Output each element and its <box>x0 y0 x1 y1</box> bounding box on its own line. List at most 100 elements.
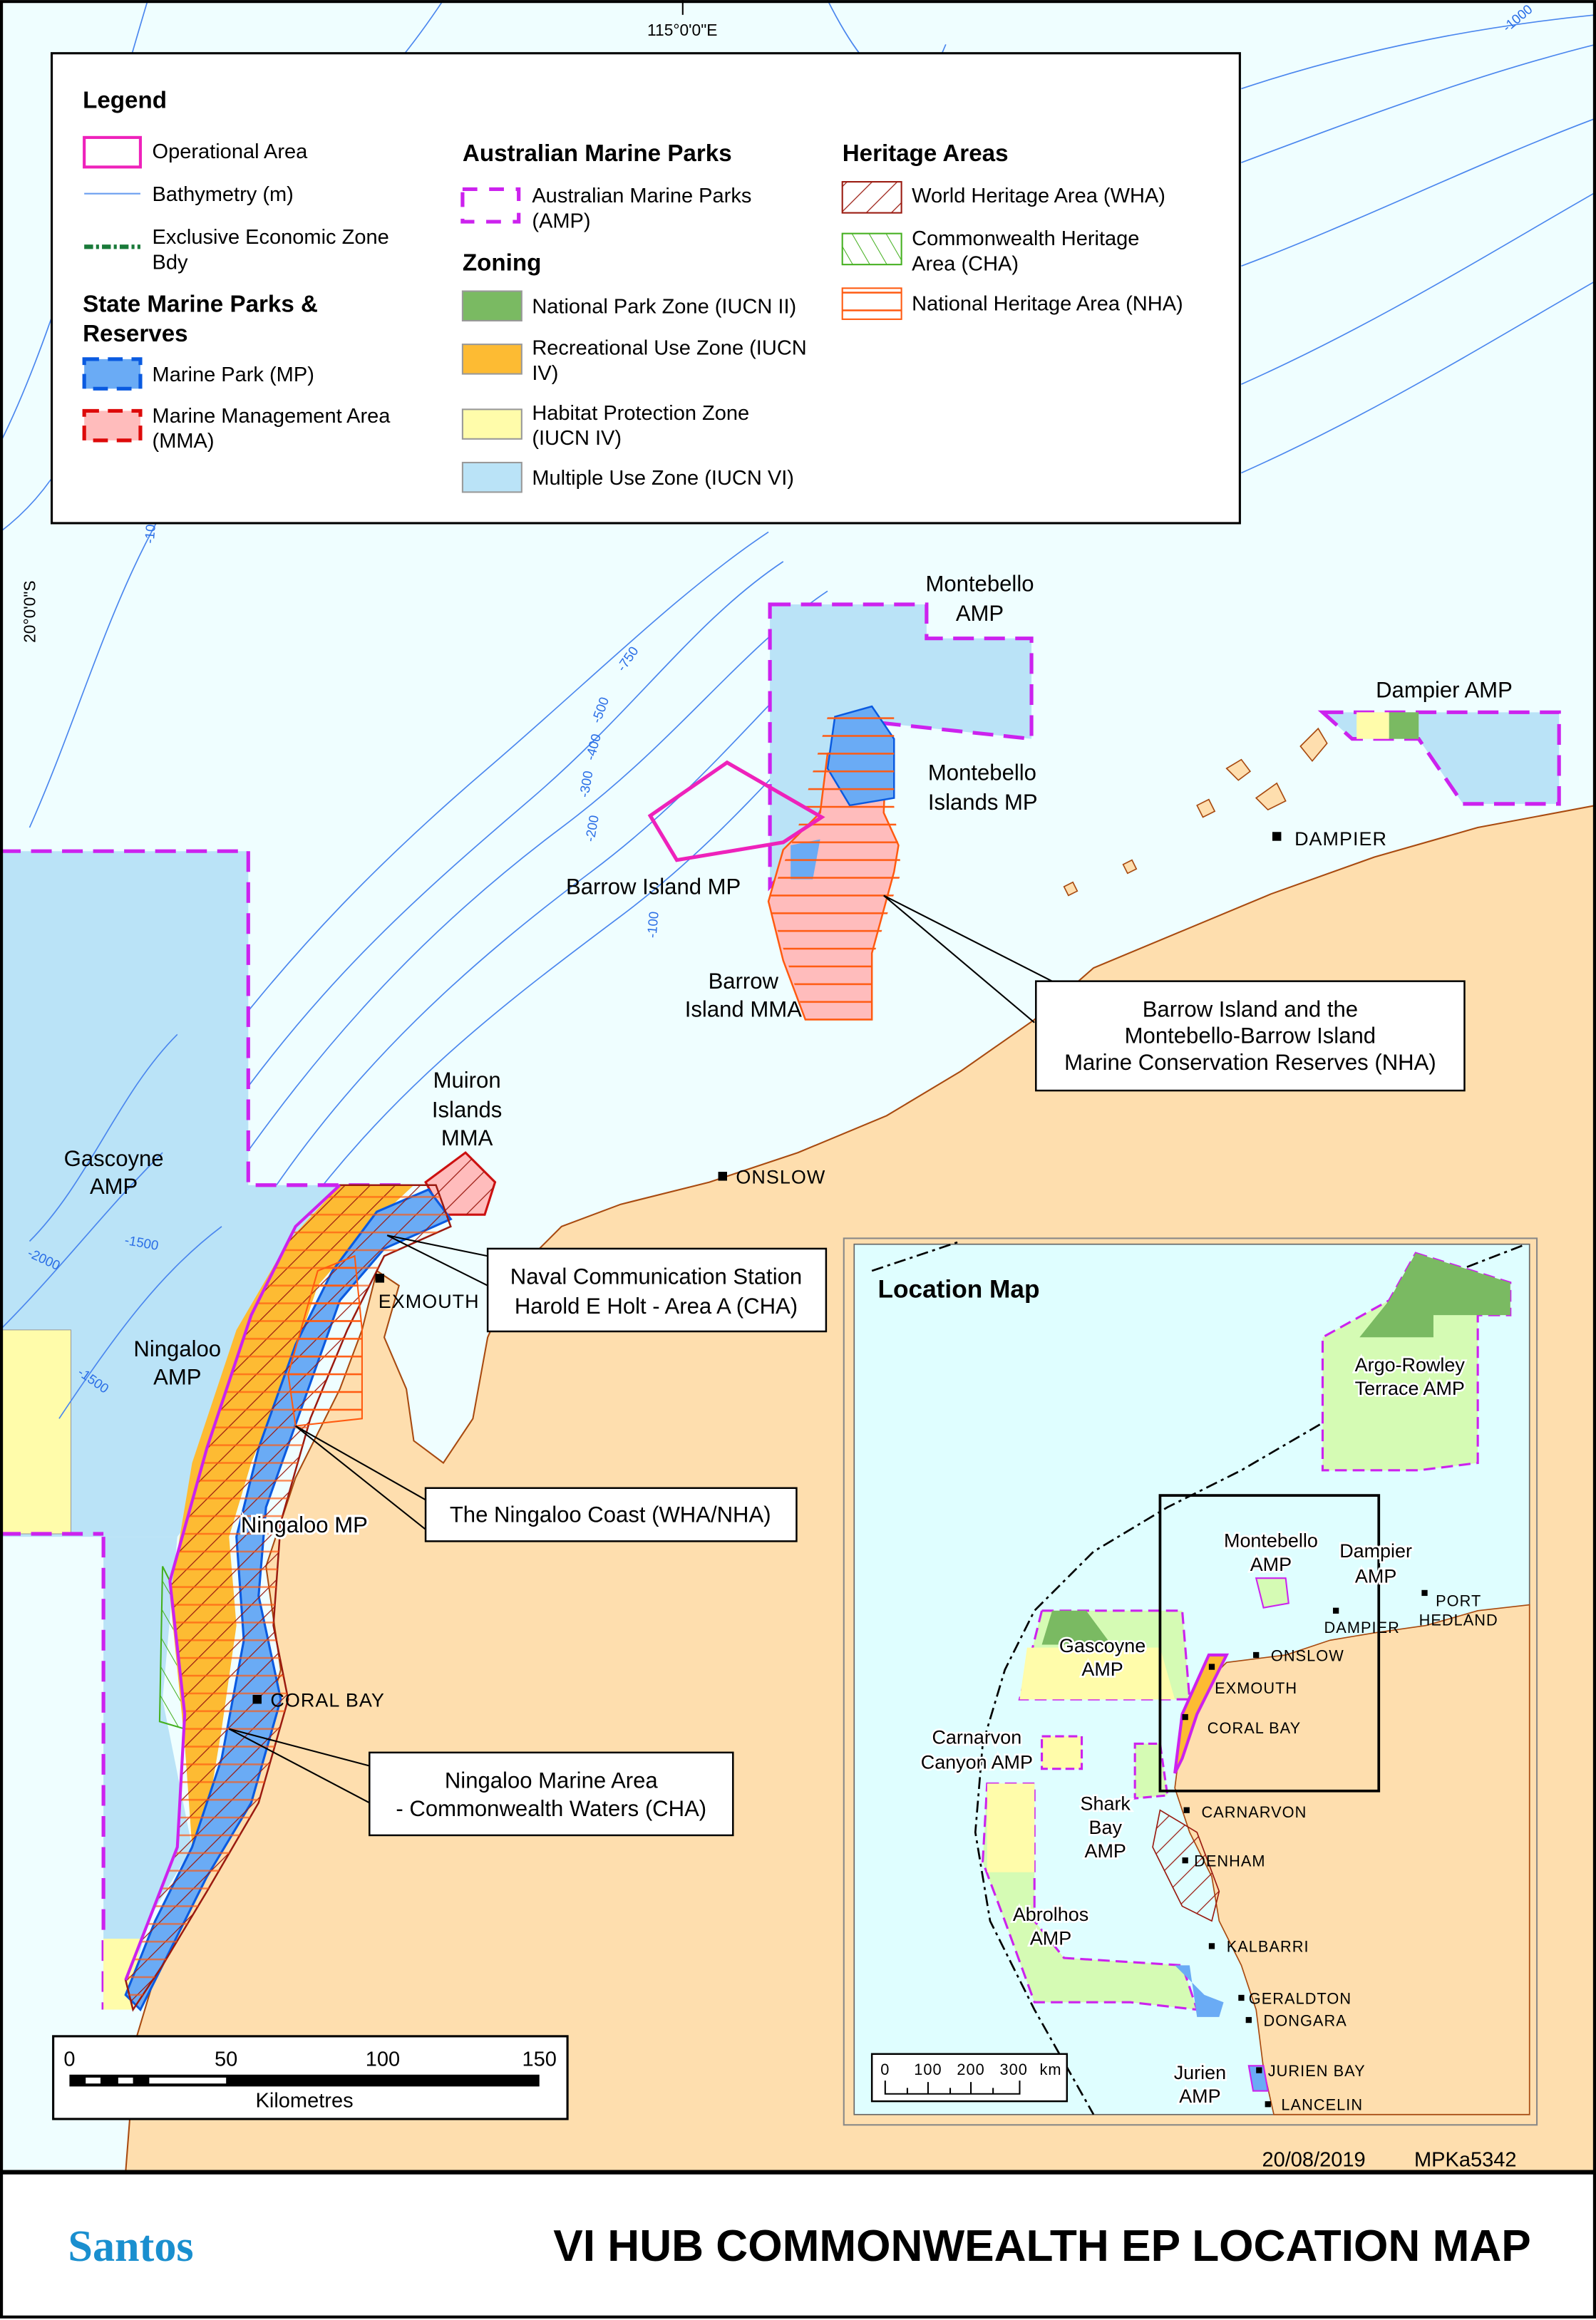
map-reference: MPKa5342 <box>1414 2148 1517 2171</box>
dampier-habitat-zone <box>1356 712 1389 739</box>
svg-text:0: 0 <box>63 2048 75 2071</box>
longitude-label: 115°0'0"E <box>647 21 717 39</box>
svg-text:Australian Marine Parks(AMP): Australian Marine Parks(AMP) <box>532 185 751 232</box>
dampier-archipelago <box>1063 727 1328 897</box>
svg-text:LANCELIN: LANCELIN <box>1281 2096 1363 2114</box>
dampier-national-park-zone <box>1389 712 1419 739</box>
svg-text:Bathymetry (m): Bathymetry (m) <box>153 183 294 206</box>
svg-text:EXMOUTH: EXMOUTH <box>1215 1679 1297 1697</box>
callout-ningaloo-coast: The Ningaloo Coast (WHA/NHA) <box>294 1425 798 1542</box>
svg-text:National Park Zone (IUCN II): National Park Zone (IUCN II) <box>532 296 796 319</box>
svg-text:CORAL BAY: CORAL BAY <box>1208 1719 1301 1737</box>
town-exmouth: EXMOUTH <box>379 1291 480 1312</box>
wha-swatch <box>841 181 902 214</box>
inset-scale-bar: 0 100 200 300 km <box>870 2053 1069 2103</box>
legend: Legend Operational Area Bathymetry (m) E… <box>51 52 1241 525</box>
svg-text:National Heritage Area (NHA): National Heritage Area (NHA) <box>912 292 1183 315</box>
svg-text:Operational Area: Operational Area <box>153 140 309 163</box>
multiple-use-zone-swatch <box>461 461 522 493</box>
gascoyne-bathymetry-contours <box>0 1033 222 1419</box>
map-title: VI HUB COMMONWEALTH EP LOCATION MAP <box>553 2222 1531 2271</box>
town-coral-bay: CORAL BAY <box>270 1690 385 1711</box>
svg-text:Heritage Areas: Heritage Areas <box>843 140 1009 167</box>
amp-swatch <box>460 187 521 224</box>
svg-text:Habitat Protection Zone(IUCN I: Habitat Protection Zone(IUCN IV) <box>532 402 749 450</box>
svg-text:DAMPIER: DAMPIER <box>1324 1619 1400 1636</box>
inset-argo-npz <box>1359 1253 1510 1338</box>
barrow-nha <box>768 716 902 1020</box>
svg-text:GERALDTON: GERALDTON <box>1249 1989 1352 2007</box>
nha-swatch <box>841 287 902 320</box>
svg-text:KALBARRI: KALBARRI <box>1227 1938 1309 1956</box>
ningaloo-coast-nha <box>125 1185 451 2010</box>
svg-text:Marine Management Area(MMA): Marine Management Area(MMA) <box>153 405 391 453</box>
svg-text:Zoning: Zoning <box>463 249 541 276</box>
svg-text:km: km <box>1039 2061 1061 2078</box>
inset-carnarvon-canyon <box>1041 1735 1083 1770</box>
inset-shark-bay-wha <box>1152 1809 1220 1922</box>
cha-swatch <box>841 232 902 266</box>
inset-gascoyne-habitat <box>1019 1647 1175 1700</box>
habitat-zone-swatch <box>461 408 522 440</box>
svg-text:Kilometres: Kilometres <box>256 2089 354 2112</box>
svg-text:Ningaloo Marine Area- Commonwe: Ningaloo Marine Area- Commonwealth Water… <box>396 1768 706 1821</box>
scale-bar: 0 50 100 150 Kilometres <box>52 2035 569 2120</box>
town-onslow: ONSLOW <box>736 1167 825 1188</box>
svg-text:State Marine Parks &Reserves: State Marine Parks &Reserves <box>83 292 318 347</box>
svg-text:0: 0 <box>880 2061 890 2078</box>
muiron-wha <box>426 1153 495 1215</box>
inset-study-extent <box>1158 1494 1381 1793</box>
svg-text:100: 100 <box>366 2048 400 2071</box>
marine-park-swatch <box>82 357 143 391</box>
mma-swatch <box>82 408 143 443</box>
svg-text:50: 50 <box>215 2048 237 2071</box>
svg-text:DENHAM: DENHAM <box>1194 1852 1265 1870</box>
inset-montebello-amp <box>1255 1577 1289 1609</box>
latitude-label: 20°0'0"S <box>21 580 39 642</box>
svg-text:200: 200 <box>957 2061 984 2078</box>
montebello-amp <box>768 602 1034 892</box>
town-markers <box>252 832 1282 1704</box>
svg-text:JURIEN BAY: JURIEN BAY <box>1268 2062 1366 2080</box>
svg-text:CARNARVON: CARNARVON <box>1201 1803 1307 1821</box>
svg-text:DONGARA: DONGARA <box>1264 2011 1347 2029</box>
ningaloo-amp <box>103 1537 192 2010</box>
title-band <box>0 2172 1596 2320</box>
operational-area <box>647 760 825 862</box>
svg-text:Marine Park (MP): Marine Park (MP) <box>153 364 314 386</box>
inset-jurien <box>1247 2065 1269 2092</box>
inset-abrolhos-habitat <box>987 1783 1035 1872</box>
label-dampier-amp: Dampier AMP <box>1376 678 1513 703</box>
svg-text:World Heritage Area (WHA): World Heritage Area (WHA) <box>912 185 1165 207</box>
label-barrow-mp: Barrow Island MP <box>566 874 741 899</box>
map-date: 20/08/2019 <box>1262 2148 1365 2171</box>
label-ningaloo-mp: Ningaloo MP <box>241 1512 368 1537</box>
svg-text:ONSLOW: ONSLOW <box>1271 1646 1344 1664</box>
callout-ningaloo-marine: Ningaloo Marine Area- Commonwealth Water… <box>228 1728 734 1837</box>
svg-text:100: 100 <box>914 2061 942 2078</box>
inset-title: Location Map <box>877 1275 1039 1303</box>
gascoyne-habitat-zone <box>0 1329 72 1535</box>
ningaloo-recreational-zone <box>170 1185 414 1847</box>
ningaloo-amp-border-inner <box>124 1184 341 1981</box>
